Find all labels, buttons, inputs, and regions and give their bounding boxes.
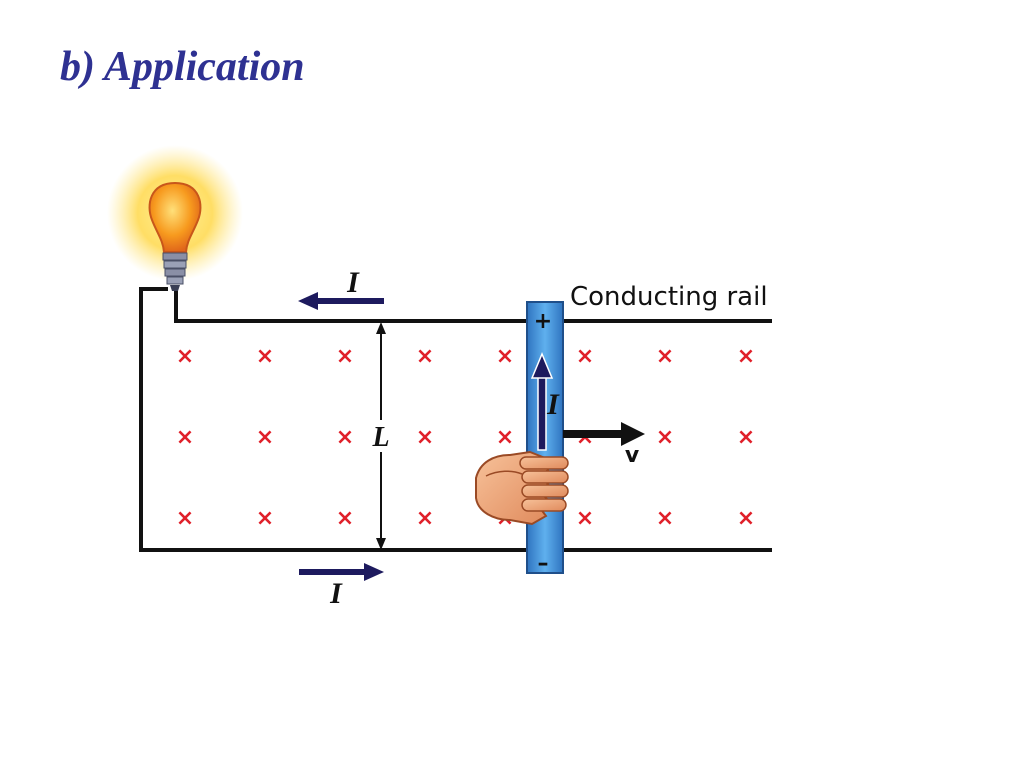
slide-title: b) Application xyxy=(60,44,305,90)
field-mark: × xyxy=(656,344,674,369)
light-bulb-icon xyxy=(107,145,243,291)
field-mark: × xyxy=(496,344,514,369)
field-mark: × xyxy=(656,506,674,531)
field-mark: × xyxy=(336,506,354,531)
magnetic-field-marks: ×××××××××××××××××××××××× xyxy=(176,344,755,531)
field-mark: × xyxy=(656,425,674,450)
current-arrow-bottom xyxy=(299,563,384,581)
minus-sign: – xyxy=(538,551,549,576)
field-mark: × xyxy=(176,344,194,369)
field-mark: × xyxy=(576,344,594,369)
length-dimension-arrow xyxy=(376,322,386,550)
field-mark: × xyxy=(416,344,434,369)
current-arrow-top xyxy=(298,292,384,310)
field-mark: × xyxy=(336,344,354,369)
field-mark: × xyxy=(416,425,434,450)
velocity-arrow xyxy=(563,422,645,446)
field-mark: × xyxy=(576,506,594,531)
velocity-label: v xyxy=(625,443,640,468)
current-arrow-bar xyxy=(530,352,554,451)
field-mark: × xyxy=(416,506,434,531)
field-mark: × xyxy=(176,506,194,531)
field-mark: × xyxy=(496,425,514,450)
circuit-wire xyxy=(139,287,772,552)
current-label-bottom: I xyxy=(329,577,343,610)
field-mark: × xyxy=(737,344,755,369)
field-mark: × xyxy=(336,425,354,450)
field-mark: × xyxy=(737,425,755,450)
field-mark: × xyxy=(176,425,194,450)
field-mark: × xyxy=(737,506,755,531)
hand-icon xyxy=(475,450,569,526)
current-label-top: I xyxy=(346,266,360,299)
length-label: L xyxy=(371,422,389,453)
field-mark: × xyxy=(256,425,274,450)
rail-label: Conducting rail xyxy=(570,282,768,312)
field-mark: × xyxy=(256,506,274,531)
field-mark: × xyxy=(256,344,274,369)
plus-sign: + xyxy=(534,309,552,334)
current-label-bar: I xyxy=(546,388,560,421)
